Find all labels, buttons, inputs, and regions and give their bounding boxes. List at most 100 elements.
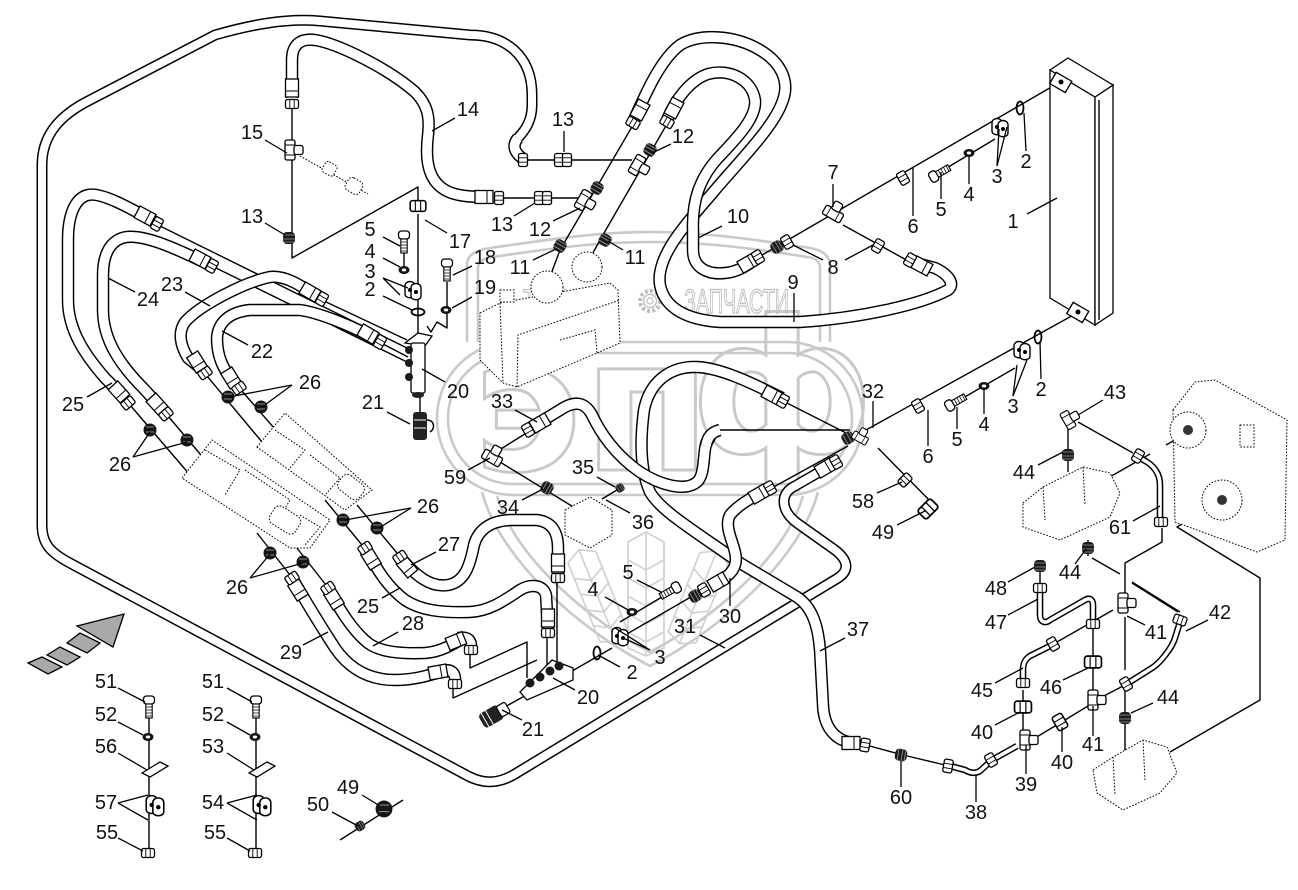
callout-label[interactable]: 5 — [622, 562, 633, 584]
callout-label[interactable]: 15 — [241, 122, 263, 144]
callout-label[interactable]: 24 — [137, 289, 159, 311]
callout-label[interactable]: 34 — [497, 497, 519, 519]
callout-label[interactable]: 20 — [447, 381, 469, 403]
callout-label[interactable]: 3 — [654, 647, 665, 669]
callout-label[interactable]: 5 — [951, 429, 962, 451]
callout-label[interactable]: 18 — [474, 247, 496, 269]
callout-label[interactable]: 40 — [971, 722, 993, 744]
callout-label[interactable]: 4 — [978, 414, 989, 436]
callout-label[interactable]: 2 — [1035, 379, 1046, 401]
callout-label[interactable]: 26 — [109, 454, 131, 476]
callout-label[interactable]: 22 — [251, 341, 273, 363]
callout-label[interactable]: 49 — [337, 777, 359, 799]
callout-label[interactable]: 4 — [963, 184, 974, 206]
callout-label[interactable]: 19 — [474, 277, 496, 299]
callout-label[interactable]: 21 — [362, 392, 384, 414]
callout-label[interactable]: 3 — [991, 166, 1002, 188]
callout-label[interactable]: 14 — [457, 99, 479, 121]
callout-label[interactable]: 49 — [872, 522, 894, 544]
callout-leader — [532, 248, 557, 261]
callout-label[interactable]: 39 — [1015, 774, 1037, 796]
fitting-nut — [1153, 516, 1169, 528]
fitting-nut — [1015, 677, 1031, 689]
callout-label[interactable]: 35 — [572, 457, 594, 479]
callout-label[interactable]: 36 — [632, 512, 654, 534]
callout-label[interactable]: 55 — [204, 822, 226, 844]
callout-label[interactable]: 25 — [357, 596, 379, 618]
callout-label[interactable]: 61 — [1109, 517, 1131, 539]
callout-label[interactable]: 50 — [307, 794, 329, 816]
callout-label[interactable]: 3 — [364, 261, 375, 283]
callout-label[interactable]: 17 — [449, 231, 471, 253]
callout-label[interactable]: 2 — [626, 662, 637, 684]
callout-label[interactable]: 42 — [1209, 602, 1231, 624]
callout-label[interactable]: 30 — [719, 606, 741, 628]
callout-label[interactable]: 41 — [1082, 734, 1104, 756]
callout-label[interactable]: 2 — [364, 279, 375, 301]
callout-label[interactable]: 48 — [985, 578, 1007, 600]
callout-label[interactable]: 26 — [226, 577, 248, 599]
nut-26 — [370, 521, 384, 535]
callout-label[interactable]: 10 — [727, 206, 749, 228]
bolt — [142, 695, 156, 719]
callout-label[interactable]: 55 — [96, 822, 118, 844]
callout-label[interactable]: 31 — [674, 616, 696, 638]
callout-label[interactable]: 44 — [1013, 462, 1035, 484]
callout-label[interactable]: 11 — [510, 257, 531, 279]
callout-label[interactable]: 26 — [417, 496, 439, 518]
callout-label[interactable]: 26 — [299, 372, 321, 394]
callout-label[interactable]: 37 — [847, 619, 869, 641]
callout-label[interactable]: 3 — [1007, 396, 1018, 418]
callout-label[interactable]: 13 — [241, 206, 263, 228]
callout-label[interactable]: 28 — [402, 613, 424, 635]
callout-label[interactable]: 58 — [852, 491, 874, 513]
callout-label[interactable]: 6 — [922, 446, 933, 468]
callout-label[interactable]: 59 — [444, 467, 466, 489]
callout-label[interactable]: 40 — [1051, 752, 1073, 774]
callout-label[interactable]: 2 — [1020, 151, 1031, 173]
callout-label[interactable]: 47 — [985, 612, 1007, 634]
callout-label[interactable]: 54 — [202, 792, 224, 814]
callout-label[interactable]: 32 — [862, 381, 884, 403]
callout-label[interactable]: 20 — [577, 687, 599, 709]
callout-label[interactable]: 44 — [1059, 562, 1081, 584]
callout-label[interactable]: 41 — [1145, 622, 1167, 644]
callout-label[interactable]: 6 — [907, 216, 918, 238]
callout-label[interactable]: 27 — [438, 534, 460, 556]
callout-label[interactable]: 21 — [522, 719, 544, 741]
callout-label[interactable]: 57 — [95, 792, 117, 814]
callout-leader — [226, 721, 251, 736]
callout-label[interactable]: 53 — [202, 736, 224, 758]
callout-label[interactable]: 7 — [827, 162, 838, 184]
callout-label[interactable]: 11 — [625, 247, 646, 269]
callout-label[interactable]: 1 — [1007, 211, 1018, 233]
callout-label[interactable]: 43 — [1104, 382, 1126, 404]
callout-label[interactable]: 44 — [1157, 687, 1179, 709]
callout-label[interactable]: 5 — [364, 219, 375, 241]
callout-label[interactable]: 12 — [672, 126, 694, 148]
washer — [963, 149, 975, 157]
callout-label[interactable]: 4 — [587, 579, 598, 601]
callout-label[interactable]: 51 — [95, 671, 117, 693]
callout-label[interactable]: 56 — [95, 736, 117, 758]
callout-label[interactable]: 4 — [364, 241, 375, 263]
callout-label[interactable]: 33 — [491, 391, 513, 413]
callout-label[interactable]: 23 — [161, 274, 183, 296]
callout-label[interactable]: 46 — [1040, 677, 1062, 699]
callout-label[interactable]: 51 — [202, 671, 224, 693]
callout-label[interactable]: 52 — [95, 704, 117, 726]
callout-label[interactable]: 25 — [62, 394, 84, 416]
callout-label[interactable]: 29 — [280, 642, 302, 664]
callout-label[interactable]: 9 — [787, 272, 798, 294]
callout-label[interactable]: 8 — [827, 257, 838, 279]
callout-label[interactable]: 60 — [890, 787, 912, 809]
callout-label[interactable]: 45 — [971, 680, 993, 702]
callout-label[interactable]: 5 — [935, 199, 946, 221]
callout-label[interactable]: 13 — [552, 109, 574, 131]
callout-label[interactable]: 12 — [529, 219, 551, 241]
callout-label[interactable]: 13 — [491, 214, 513, 236]
callout-label[interactable]: 52 — [202, 704, 224, 726]
callout-label[interactable]: 38 — [965, 802, 987, 824]
line-43-61 — [1077, 421, 1134, 454]
callout-leader — [622, 637, 651, 651]
